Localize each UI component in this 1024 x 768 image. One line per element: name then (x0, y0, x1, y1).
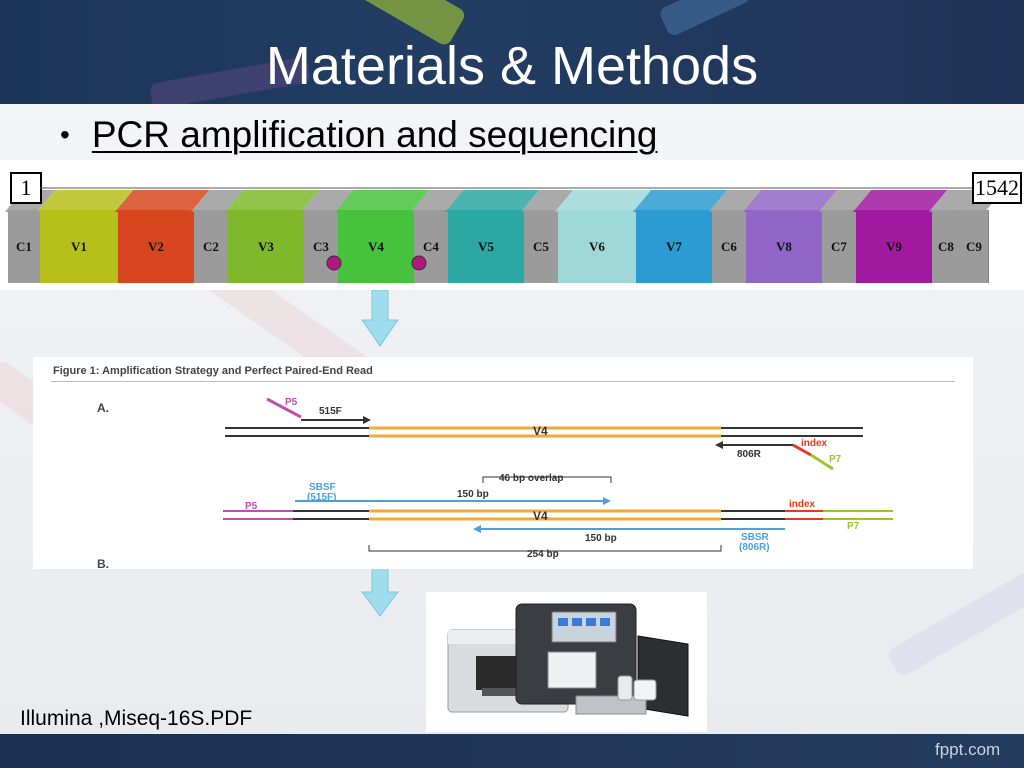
down-arrow-icon (361, 568, 399, 617)
p5-label-a: P5 (285, 397, 298, 408)
slide-title: Materials & Methods (265, 36, 759, 96)
footer-band (0, 734, 1024, 768)
figure-title: Figure 1: Amplification Strategy and Per… (53, 365, 373, 377)
overlap-label: 46 bp overlap (499, 473, 564, 484)
panel-a-label: A. (97, 401, 109, 415)
sbsf-sub-label: (515F) (307, 492, 337, 503)
reverse-read-length: 150 bp (585, 533, 617, 544)
end-position-label: 1542 (972, 172, 1022, 204)
miseq-instrument-image (426, 592, 707, 732)
down-arrow-icon (361, 290, 399, 347)
overlap-bracket (482, 476, 612, 483)
bullet-text[interactable]: PCR amplification and sequencing (91, 114, 658, 155)
figure-divider (51, 381, 955, 382)
p5-label-b: P5 (245, 501, 258, 512)
segment-c3: C3 (304, 210, 339, 283)
p7-label-a: P7 (829, 454, 842, 465)
segment-c5: C5 (524, 210, 559, 283)
segment-c4: C4 (414, 210, 449, 283)
title-band (0, 0, 1024, 104)
v4-label-b: V4 (533, 509, 548, 523)
amplicon-length-bracket (368, 545, 722, 552)
segment-v3: V3 (228, 210, 305, 283)
segment-c6: C6 (712, 210, 747, 283)
sbsr-sub-label: (806R) (739, 542, 770, 553)
segment-v1: V1 (40, 210, 119, 283)
start-position-label: 1 (10, 172, 42, 204)
v4-label-a: V4 (533, 424, 548, 438)
primer-806r-label: 806R (737, 449, 761, 460)
index-label-a: index (801, 438, 828, 449)
p7-label-b: P7 (847, 521, 860, 532)
segment-v8: V8 (746, 210, 823, 283)
primer-marker-806r (411, 255, 427, 271)
p5-adapter-a (266, 397, 302, 419)
segment-v5: V5 (448, 210, 525, 283)
primer-marker-515f (326, 255, 342, 271)
segment-v6: V6 (558, 210, 637, 283)
primer-515f-label: 515F (319, 406, 342, 417)
segment-c8: C8 (932, 210, 961, 283)
bullet-item: • PCR amplification and sequencing (60, 114, 657, 156)
forward-read-length: 150 bp (457, 489, 489, 500)
amplification-diagram (223, 397, 893, 552)
segment-c1: C1 (8, 210, 41, 283)
segment-v2: V2 (118, 210, 195, 283)
index-label-b: index (789, 499, 816, 510)
primer-markers (40, 187, 972, 271)
bullet-dot-icon: • (60, 119, 70, 150)
sbsf-label: SBSF (309, 482, 336, 493)
source-citation: Illumina ,Miseq-16S.PDF (20, 707, 253, 730)
sequencer-icon (426, 592, 707, 732)
watermark: fppt.com (935, 740, 1001, 759)
segment-v4: V4 (338, 210, 415, 283)
segment-c9: C9 (960, 210, 989, 283)
panel-b-label: B. (97, 557, 109, 571)
amplicon-length-label: 254 bp (527, 549, 559, 560)
amplification-figure: Figure 1: Amplification Strategy and Per… (33, 357, 973, 571)
sbsr-label: SBSR (741, 532, 769, 543)
